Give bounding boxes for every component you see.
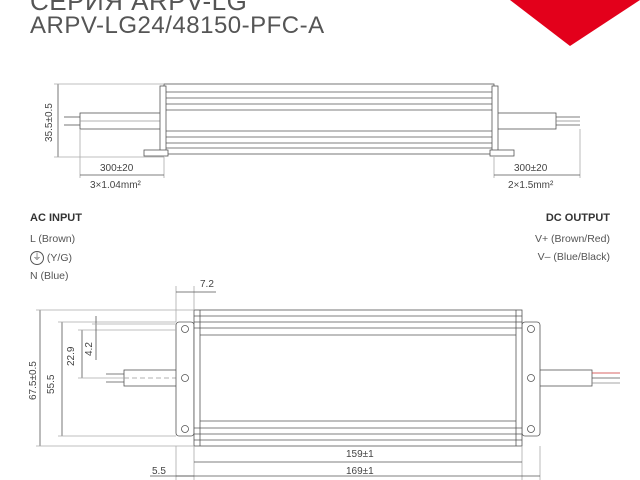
ac-input-line-l: L (Brown) (30, 233, 76, 245)
ac-input-line-ground: (Y/G) (46, 251, 73, 264)
dim-4-2: 4.2 (84, 342, 95, 356)
dim-67-5: 67.5±0.5 (28, 361, 39, 400)
series-title: СЕРИЯ ARPV-LG (30, 0, 248, 16)
front-view-drawing (36, 286, 620, 480)
dim-7-2: 7.2 (200, 279, 214, 290)
brand-corner-shape (510, 0, 640, 46)
dim-height-top-view: 35.5±0.5 (44, 103, 55, 142)
dim-right-cable-length: 300±20 (514, 163, 548, 174)
dim-left-cable-length: 300±20 (100, 163, 134, 174)
dc-output-line-plus: V+ (Brown/Red) (535, 233, 610, 245)
dim-22-9: 22.9 (66, 346, 77, 366)
dim-169: 169±1 (346, 466, 374, 477)
ac-input-line-n: N (Blue) (30, 270, 69, 282)
dim-159: 159±1 (346, 449, 374, 460)
top-view-drawing (54, 83, 581, 178)
dim-right-cable-section: 2×1.5mm² (508, 180, 554, 191)
dim-5-5: 5.5 (152, 466, 166, 477)
dim-left-cable-section: 3×1.04mm² (90, 180, 141, 191)
dc-output-heading: DC OUTPUT (545, 212, 610, 224)
model-title: ARPV-LG24/48150-PFC-A (30, 12, 325, 39)
dim-55-5: 55.5 (46, 374, 57, 394)
ac-input-heading: AC INPUT (30, 212, 82, 224)
dc-output-line-minus: V– (Blue/Black) (537, 251, 610, 263)
ac-input-line-ground-row: ⏚ (Y/G) (30, 251, 72, 265)
ground-icon: ⏚ (30, 251, 44, 265)
